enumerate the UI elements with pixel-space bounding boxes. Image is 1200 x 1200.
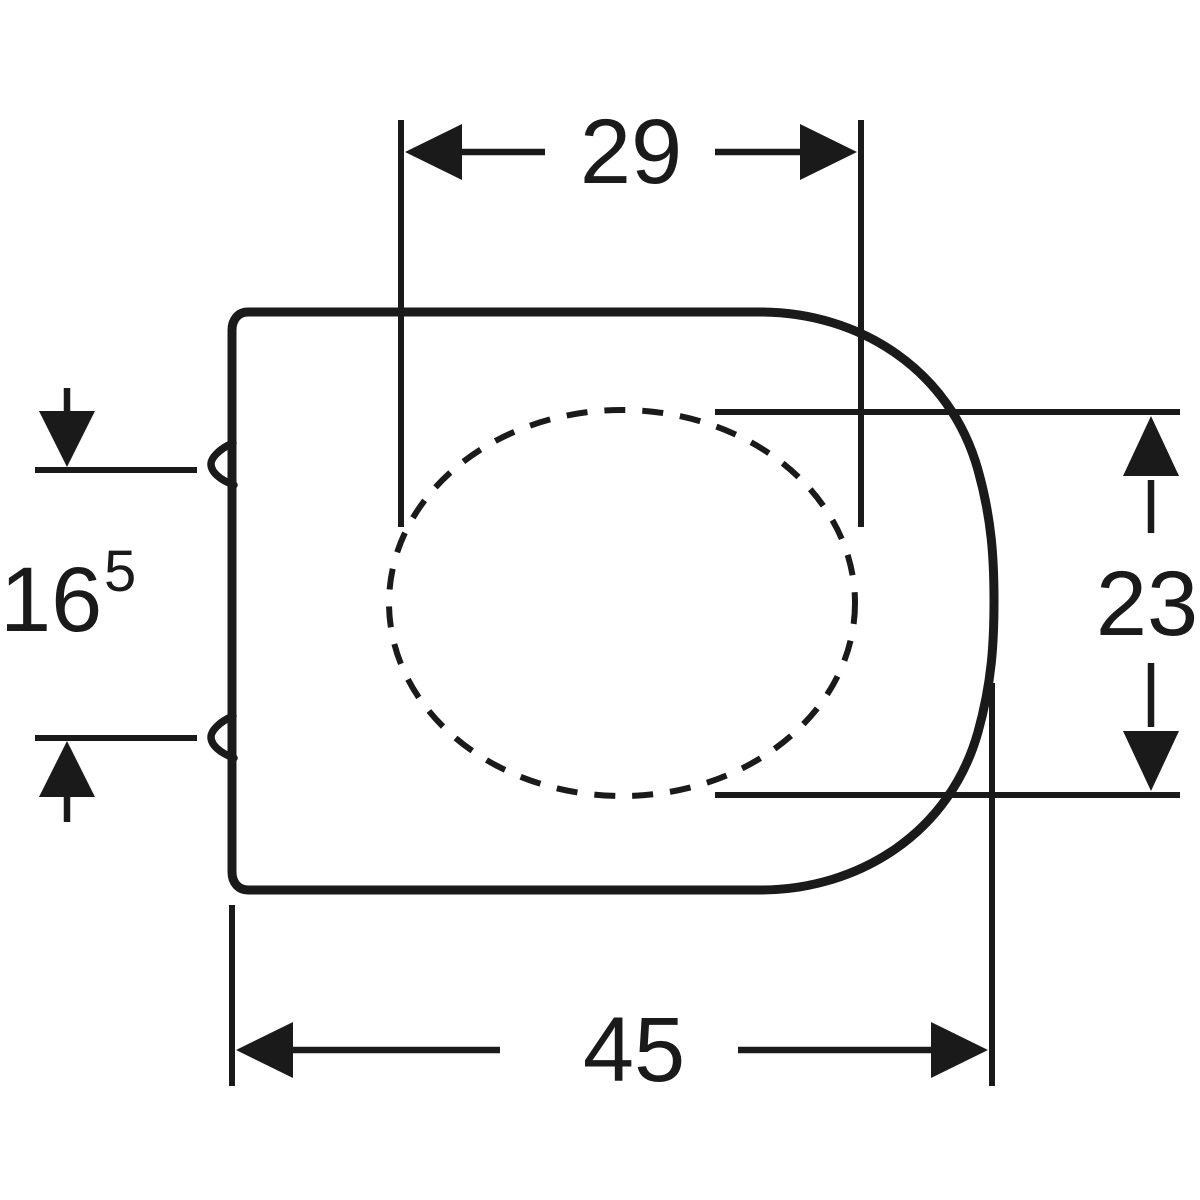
dimension-23-arrowhead-upper-icon — [1123, 416, 1179, 476]
hinge-loop-upper-icon — [207, 439, 238, 489]
dimension-165-superscript-label: 5 — [104, 539, 136, 604]
dimension-165-group: 16 5 — [0, 388, 197, 822]
dimension-29-arrowhead-right-icon — [800, 124, 857, 180]
bowl-opening-dashed-ellipse — [386, 407, 858, 799]
seat-outline-group — [227, 307, 999, 895]
dimension-29-group: 29 — [398, 101, 864, 527]
dimension-45-arrowhead-right-icon — [931, 1022, 988, 1078]
dimension-29-label: 29 — [580, 101, 682, 203]
dimension-165-label: 16 — [0, 549, 102, 651]
hinge-loops-group — [207, 439, 238, 762]
dimension-23-group: 23 — [715, 409, 1198, 798]
dimension-45-group: 45 — [229, 683, 995, 1101]
seat-outline-path — [227, 307, 999, 895]
dimension-165-arrowhead-upper-icon — [39, 411, 95, 467]
dimension-29-arrowhead-left-icon — [405, 124, 462, 180]
dimension-45-arrowhead-left-icon — [236, 1022, 293, 1078]
dimension-23-arrowhead-lower-icon — [1123, 731, 1179, 791]
hinge-loop-lower-icon — [207, 712, 238, 762]
dimension-23-label: 23 — [1096, 553, 1198, 655]
bowl-opening-group — [386, 407, 858, 799]
dimension-45-label: 45 — [583, 999, 685, 1101]
dimension-165-arrowhead-lower-icon — [39, 741, 95, 797]
